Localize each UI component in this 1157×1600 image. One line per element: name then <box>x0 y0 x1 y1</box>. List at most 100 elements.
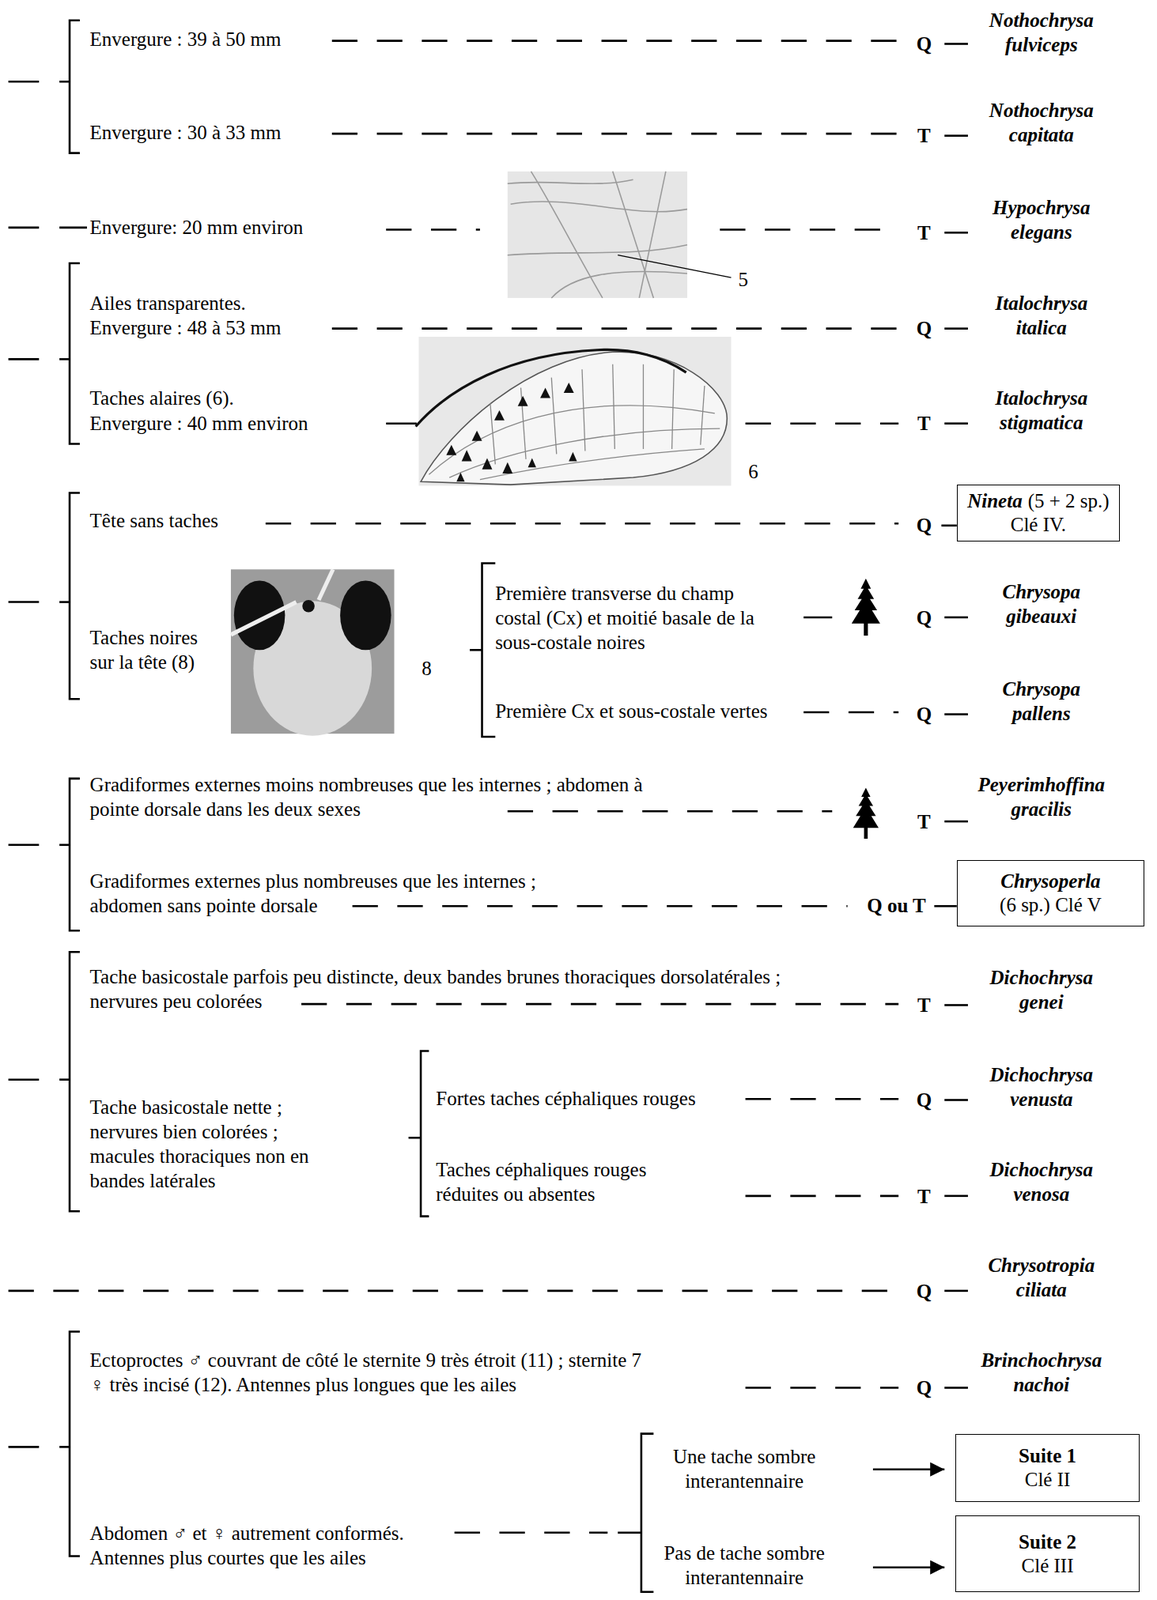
species-name: Chrysotropia ciliata <box>974 1253 1109 1303</box>
box-line: (6 sp.) Clé V <box>999 893 1102 918</box>
solid-dash <box>59 226 87 230</box>
couplet-text: Envergure : 30 à 33 mm <box>90 120 282 145</box>
genus-name: Clé IV. <box>1010 514 1067 536</box>
result-box: Chrysoperla(6 sp.) Clé V <box>956 860 1146 927</box>
solid-dash <box>8 358 40 361</box>
species-name: Dichochrysa venosa <box>974 1157 1109 1207</box>
couplet-text: Tache basicostale nette ; nervures bien … <box>90 1095 337 1194</box>
couplet-text: Envergure : 48 à 53 mm <box>90 315 282 341</box>
dashed-leader <box>332 132 899 136</box>
callout-number: 8 <box>421 656 432 681</box>
solid-dash <box>941 524 957 527</box>
dashed-leader <box>352 905 848 908</box>
dashed-leader <box>745 1098 900 1101</box>
wing-detail-photo <box>638 171 666 299</box>
wing-photo <box>446 445 457 456</box>
couplet-text: Première Cx et sous-costale vertes <box>495 699 768 724</box>
head-photo <box>302 600 314 613</box>
wing-detail-photo <box>507 179 634 184</box>
couplet-text: Gradiformes externes moins nombreuses qu… <box>90 772 676 822</box>
result-letter: T <box>917 809 931 835</box>
result-letter: Q <box>916 1088 932 1113</box>
key-bracket <box>69 778 80 931</box>
key-bracket <box>641 1434 654 1593</box>
solid-dash <box>59 1446 70 1449</box>
solid-dash <box>944 42 968 46</box>
species-name: Chrysopa pallens <box>974 676 1109 726</box>
wing-photo <box>502 462 513 474</box>
wing-detail-photo <box>530 171 602 299</box>
solid-dash <box>8 1446 40 1449</box>
solid-dash <box>8 601 40 604</box>
result-letter: T <box>917 220 931 246</box>
wing-photo <box>612 364 616 450</box>
solid-dash <box>944 713 968 716</box>
solid-dash <box>944 231 968 235</box>
couplet-text: Tache basicostale parfois peu distincte,… <box>90 964 850 1014</box>
result-letter: Q <box>916 702 932 727</box>
dashed-leader <box>745 1387 900 1390</box>
wing-photo <box>446 382 577 482</box>
wing-photo <box>568 452 577 462</box>
key-bracket <box>420 1051 429 1218</box>
result-letter: T <box>917 123 931 148</box>
box-line: Clé IV. <box>1010 513 1067 537</box>
wing-detail-photo <box>510 201 688 212</box>
wing-photo <box>482 458 493 470</box>
wing-photo <box>420 351 727 485</box>
dashed-leader <box>8 1290 900 1294</box>
solid-dash <box>944 1099 968 1102</box>
box-line: Clé II <box>1024 1468 1071 1493</box>
wing-photo <box>415 336 732 486</box>
species-name: Dichochrysa venusta <box>974 1062 1109 1112</box>
result-letter: Q ou T <box>866 893 927 919</box>
head-photo <box>230 602 297 636</box>
key-bracket <box>69 1332 80 1558</box>
solid-dash <box>59 80 70 84</box>
species-name: Dichochrysa genei <box>974 965 1109 1015</box>
solid-dash <box>944 1195 968 1199</box>
solid-dash <box>59 1078 70 1082</box>
dashed-leader <box>454 1532 609 1536</box>
couplet-text: Envergure: 20 mm environ <box>90 215 304 240</box>
wing-detail-photo <box>507 171 732 299</box>
genus-name: Clé II <box>1024 1469 1071 1491</box>
result-arrow <box>873 1468 945 1471</box>
result-letter: T <box>917 1184 931 1210</box>
solid-dash <box>8 80 40 84</box>
solid-dash <box>944 1004 968 1007</box>
box-line: Suite 2 <box>1018 1531 1077 1555</box>
result-arrow <box>873 1470 945 1569</box>
couplet-text: Fortes taches céphaliques rouges <box>435 1086 696 1112</box>
callout-number: 5 <box>737 267 749 292</box>
wing-photo <box>415 349 687 427</box>
couplet-text: Taches noires sur la tête (8) <box>90 625 217 675</box>
solid-dash <box>944 1290 968 1294</box>
wing-photo <box>494 410 505 421</box>
couplet-text: Première transverse du champ costal (Cx)… <box>495 581 768 655</box>
result-letter: T <box>917 411 931 436</box>
key-bracket <box>69 492 80 700</box>
species-name: Chrysopa gibeauxi <box>974 579 1109 629</box>
solid-dash <box>8 226 40 230</box>
wing-photo <box>418 336 731 486</box>
wing-photo <box>540 388 551 399</box>
wing-photo <box>700 385 705 446</box>
wing-detail-photo <box>617 255 731 278</box>
wing-detail-photo <box>507 171 688 299</box>
result-letter: T <box>917 993 931 1018</box>
wing-photo <box>528 458 537 469</box>
species-name: Italochrysa stigmatica <box>974 385 1109 435</box>
box-line: Suite 1 <box>1018 1444 1077 1469</box>
solid-dash <box>617 1532 642 1536</box>
dashed-leader <box>507 810 832 813</box>
couplet-text: Ailes transparentes. <box>90 291 246 316</box>
genus-name: Suite 1 <box>1018 1445 1077 1468</box>
solid-dash <box>469 649 482 652</box>
solid-dash <box>8 44 968 1534</box>
wing-photo <box>490 403 496 465</box>
conifer-symbol <box>853 788 879 840</box>
species-name: Peyerimhoffina gracilis <box>974 772 1109 822</box>
couplet-text: Envergure : 40 mm environ <box>90 411 309 436</box>
